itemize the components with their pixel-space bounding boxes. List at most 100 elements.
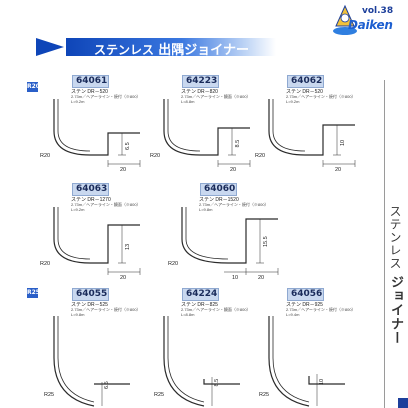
product-model: ステン DR－925 xyxy=(286,302,323,308)
product-spec: 2.73m／ヘアーライン・焼付（※800） xyxy=(71,307,141,312)
height-dim: 13 xyxy=(125,244,131,250)
profile-inner xyxy=(185,207,229,260)
radius-label: R20 xyxy=(255,153,265,159)
mascot-icon xyxy=(333,4,357,35)
profile-outer xyxy=(163,316,205,407)
product-length: L=8.8m xyxy=(181,312,195,317)
width-dim: 20 xyxy=(258,275,264,281)
side-divider xyxy=(384,80,385,408)
page-title: ステンレス 出隅ジョイナー xyxy=(94,39,249,58)
profile-inner xyxy=(272,316,310,403)
section-badge-r25: R25 xyxy=(27,288,40,298)
profile-outer xyxy=(181,207,278,264)
profile-drawing: R25 8.5 xyxy=(154,316,240,407)
product-model: ステン DR－1520 xyxy=(199,197,239,203)
radius-label: R25 xyxy=(44,392,54,398)
profile-outer xyxy=(53,316,95,407)
width-dim-left: 10 xyxy=(232,275,238,281)
product-spec: 2.73m／ヘアーライン・鏡面（※800） xyxy=(181,307,251,312)
profile-outer xyxy=(163,99,250,156)
side-title-main: ジョイナー xyxy=(388,274,403,345)
product-code: 64063 xyxy=(72,183,109,196)
profile-inner xyxy=(57,207,91,260)
product-code: 64056 xyxy=(287,288,324,301)
width-dim: 20 xyxy=(120,167,126,173)
radius-label: R25 xyxy=(154,392,164,398)
product-model: ステン DR－1270 xyxy=(71,197,111,203)
product-length: L=8.8m xyxy=(181,99,195,104)
radius-label: R20 xyxy=(40,261,50,267)
height-dim: 8.5 xyxy=(214,379,220,387)
height-dim: 6.5 xyxy=(104,381,110,389)
profile-step xyxy=(308,376,345,385)
profile-drawing: R25 6.5 xyxy=(44,316,130,407)
product-code: 64061 xyxy=(72,75,109,88)
profile-inner xyxy=(57,99,91,152)
product-length: L=9.2m xyxy=(286,99,300,104)
product-length: L=9.8m xyxy=(199,207,213,212)
product-length: L=9.8m xyxy=(71,312,85,317)
radius-label: R25 xyxy=(259,392,269,398)
product-spec: 2.73m／ヘアーライン・焼付（※800） xyxy=(286,94,356,99)
profile-outer xyxy=(53,207,140,264)
page-title-bar: ステンレス 出隅ジョイナー xyxy=(36,38,276,58)
profile-inner xyxy=(167,99,201,152)
product-spec: 2.73m／ヘアーライン・鏡面（※800） xyxy=(71,202,141,207)
profile-inner xyxy=(57,316,95,403)
height-dim: 15.5 xyxy=(263,236,269,247)
title-prefix: ステンレス xyxy=(94,43,155,57)
side-title-prefix: ステンレス xyxy=(388,205,402,270)
product-spec: 2.73m／ヘアーライン・焼付（※800） xyxy=(199,202,269,207)
volume-label: vol.38 xyxy=(362,6,394,16)
profile-inner xyxy=(167,316,205,403)
profile-inner xyxy=(272,99,306,152)
product-model: ステン DR－520 xyxy=(286,89,323,95)
product-model: ステン DR－820 xyxy=(181,89,218,95)
profile-outer xyxy=(268,99,355,156)
section-badge-r20: R20 xyxy=(27,82,40,92)
product-code: 64060 xyxy=(200,183,237,196)
profile-drawing: R20 8.5 20 xyxy=(150,99,251,173)
side-title: ステンレス ジョイナー xyxy=(387,205,405,345)
width-dim: 20 xyxy=(120,275,126,281)
profile-step xyxy=(203,379,240,385)
product-spec: 2.73m／ヘアーライン・焼付（※800） xyxy=(286,307,356,312)
product-spec: 2.73m／ヘアーライン・焼付（※800） xyxy=(71,94,141,99)
brand-name: Daiken xyxy=(348,18,393,32)
profile-drawing: R20 6.5 20 xyxy=(40,99,141,173)
product-model: ステン DR－525 xyxy=(71,302,108,308)
height-dim: 6.5 xyxy=(125,142,131,150)
height-dim: 8.5 xyxy=(235,140,241,148)
brand-logo: vol.38 Daiken xyxy=(330,4,404,38)
product-length: L=9.2m xyxy=(71,207,85,212)
title-band xyxy=(66,38,276,56)
profile-drawing: R20 13 20 xyxy=(40,207,141,281)
product-length: L=9.2m xyxy=(71,99,85,104)
width-dim: 20 xyxy=(230,167,236,173)
product-code: 64062 xyxy=(287,75,324,88)
width-dim: 20 xyxy=(335,167,341,173)
side-tab-marker xyxy=(398,398,408,408)
product-model: ステン DR－520 xyxy=(71,89,108,95)
profile-outer xyxy=(268,316,310,407)
product-code: 64055 xyxy=(72,288,109,301)
product-code: 64224 xyxy=(182,288,219,301)
profile-outer xyxy=(53,99,140,156)
profile-drawing: R20 10 20 xyxy=(255,99,356,173)
title-arrow xyxy=(36,38,64,56)
height-dim: 10 xyxy=(340,140,346,146)
title-main: 出隅ジョイナー xyxy=(158,43,249,58)
radius-label: R20 xyxy=(150,153,160,159)
radius-label: R20 xyxy=(40,153,50,159)
product-length: L=9.4m xyxy=(286,312,300,317)
